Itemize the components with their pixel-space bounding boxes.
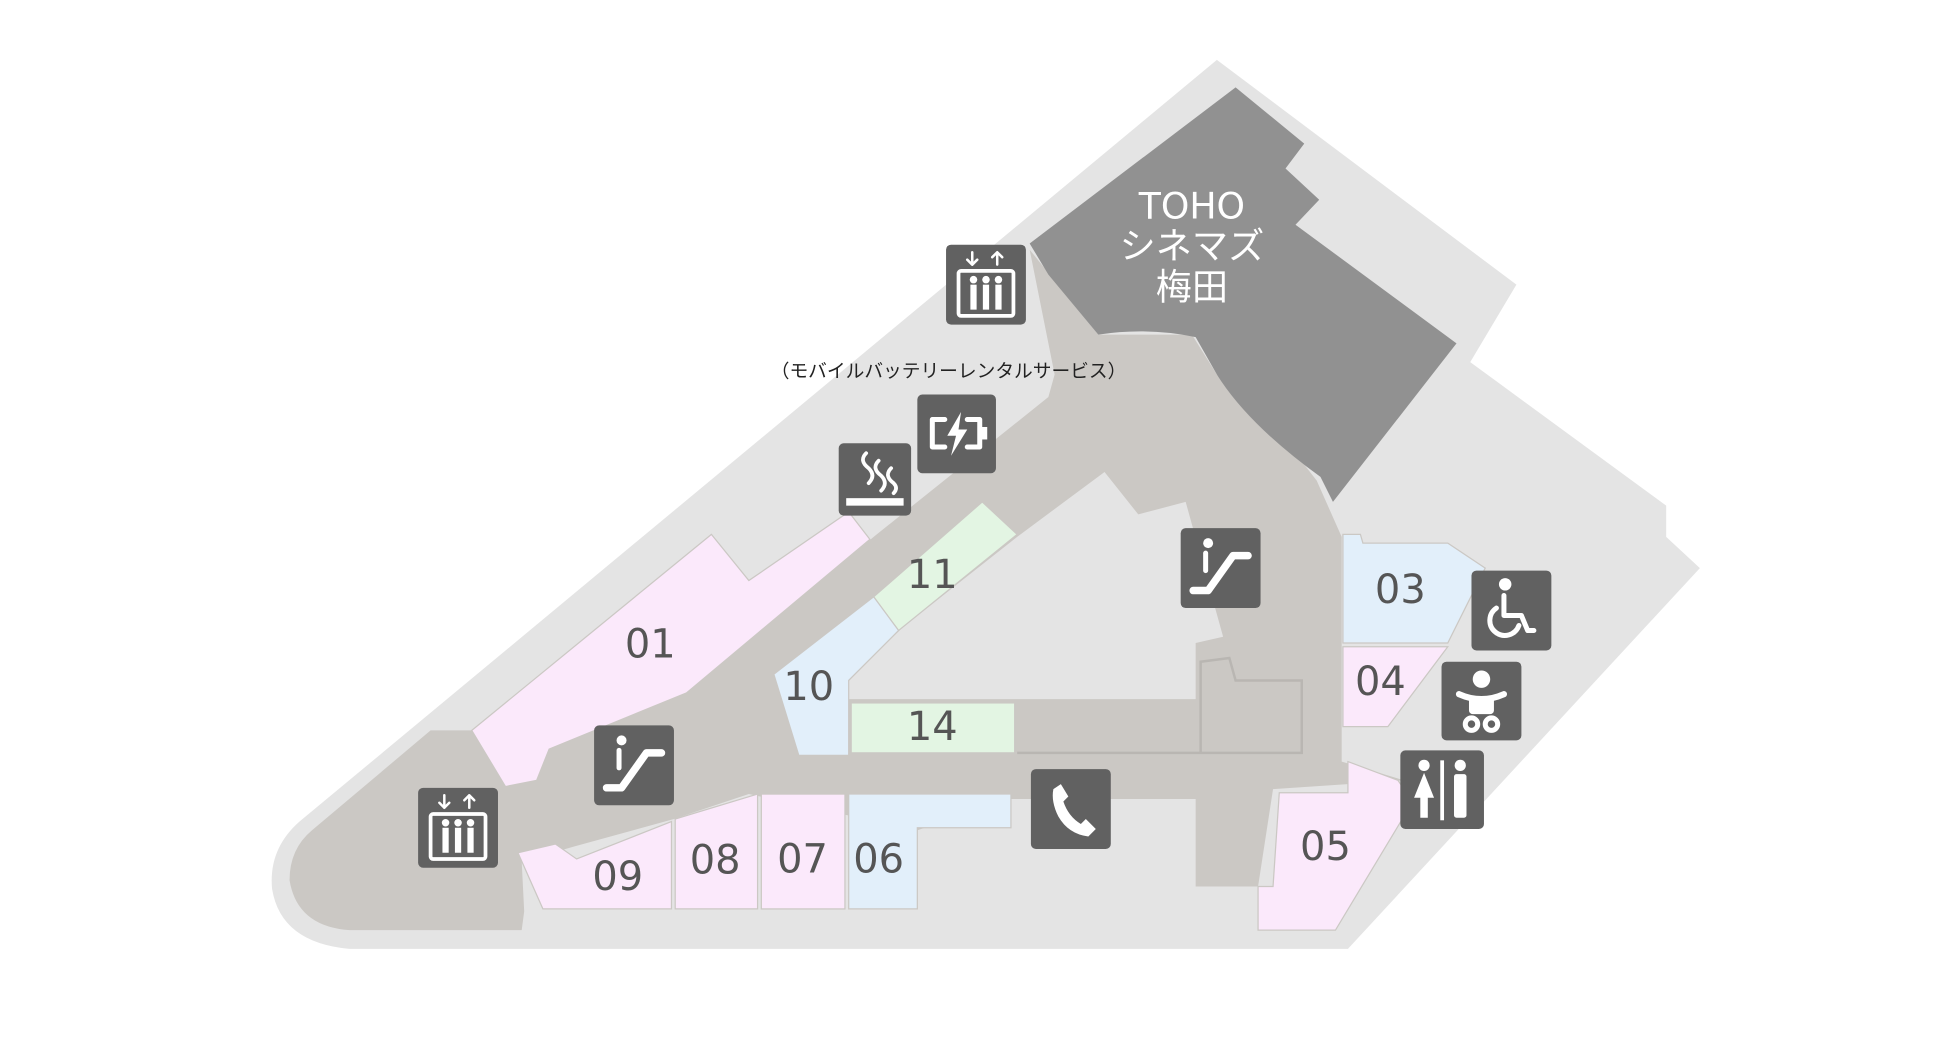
battery-rental-note: （モバイルバッテリーレンタルサービス） (771, 362, 1127, 383)
shop-label-04: 04 (1355, 659, 1406, 705)
shop-07[interactable] (760, 793, 846, 910)
shop-10[interactable] (773, 595, 900, 756)
corridor-room-outline (1017, 656, 1303, 755)
escalator-icon[interactable] (594, 725, 674, 806)
shop-label-09: 09 (592, 854, 643, 900)
elevator-icon[interactable] (418, 787, 498, 868)
cinema-label-2: シネマズ (1120, 224, 1265, 267)
phone-icon[interactable] (1030, 769, 1111, 849)
shop-label-01: 01 (625, 622, 676, 668)
shops (470, 501, 1487, 931)
shop-03[interactable] (1342, 533, 1487, 644)
shop-01[interactable] (470, 511, 871, 788)
cinema-label-3: 梅田 (1156, 266, 1228, 309)
inner-void (848, 471, 1224, 700)
shop-08[interactable] (674, 793, 759, 910)
shop-label-08: 08 (690, 838, 741, 884)
escalator-icon[interactable] (1180, 528, 1261, 609)
corridor (289, 249, 1405, 931)
cinema-label-1: TOHO (1138, 184, 1245, 227)
battery-charging-icon[interactable] (917, 394, 996, 474)
restroom-icon[interactable] (1400, 750, 1484, 830)
shop-label-10: 10 (783, 664, 834, 710)
shop-label-11: 11 (907, 552, 958, 598)
cinema-area (1029, 87, 1457, 502)
smoking-area-icon[interactable] (838, 443, 912, 516)
shop-14[interactable] (850, 702, 1016, 754)
shop-label-07: 07 (777, 836, 828, 882)
shop-label-14: 14 (907, 704, 958, 750)
shop-04[interactable] (1342, 646, 1450, 728)
wheelchair-icon[interactable] (1471, 570, 1552, 651)
baby-care-icon[interactable] (1441, 661, 1522, 741)
shop-label-03: 03 (1375, 567, 1426, 613)
shop-06[interactable] (848, 793, 1012, 910)
shop-label-05: 05 (1300, 824, 1351, 870)
elevator-icon[interactable] (946, 244, 1026, 325)
shop-09[interactable] (517, 820, 673, 910)
shop-label-06: 06 (853, 836, 904, 882)
